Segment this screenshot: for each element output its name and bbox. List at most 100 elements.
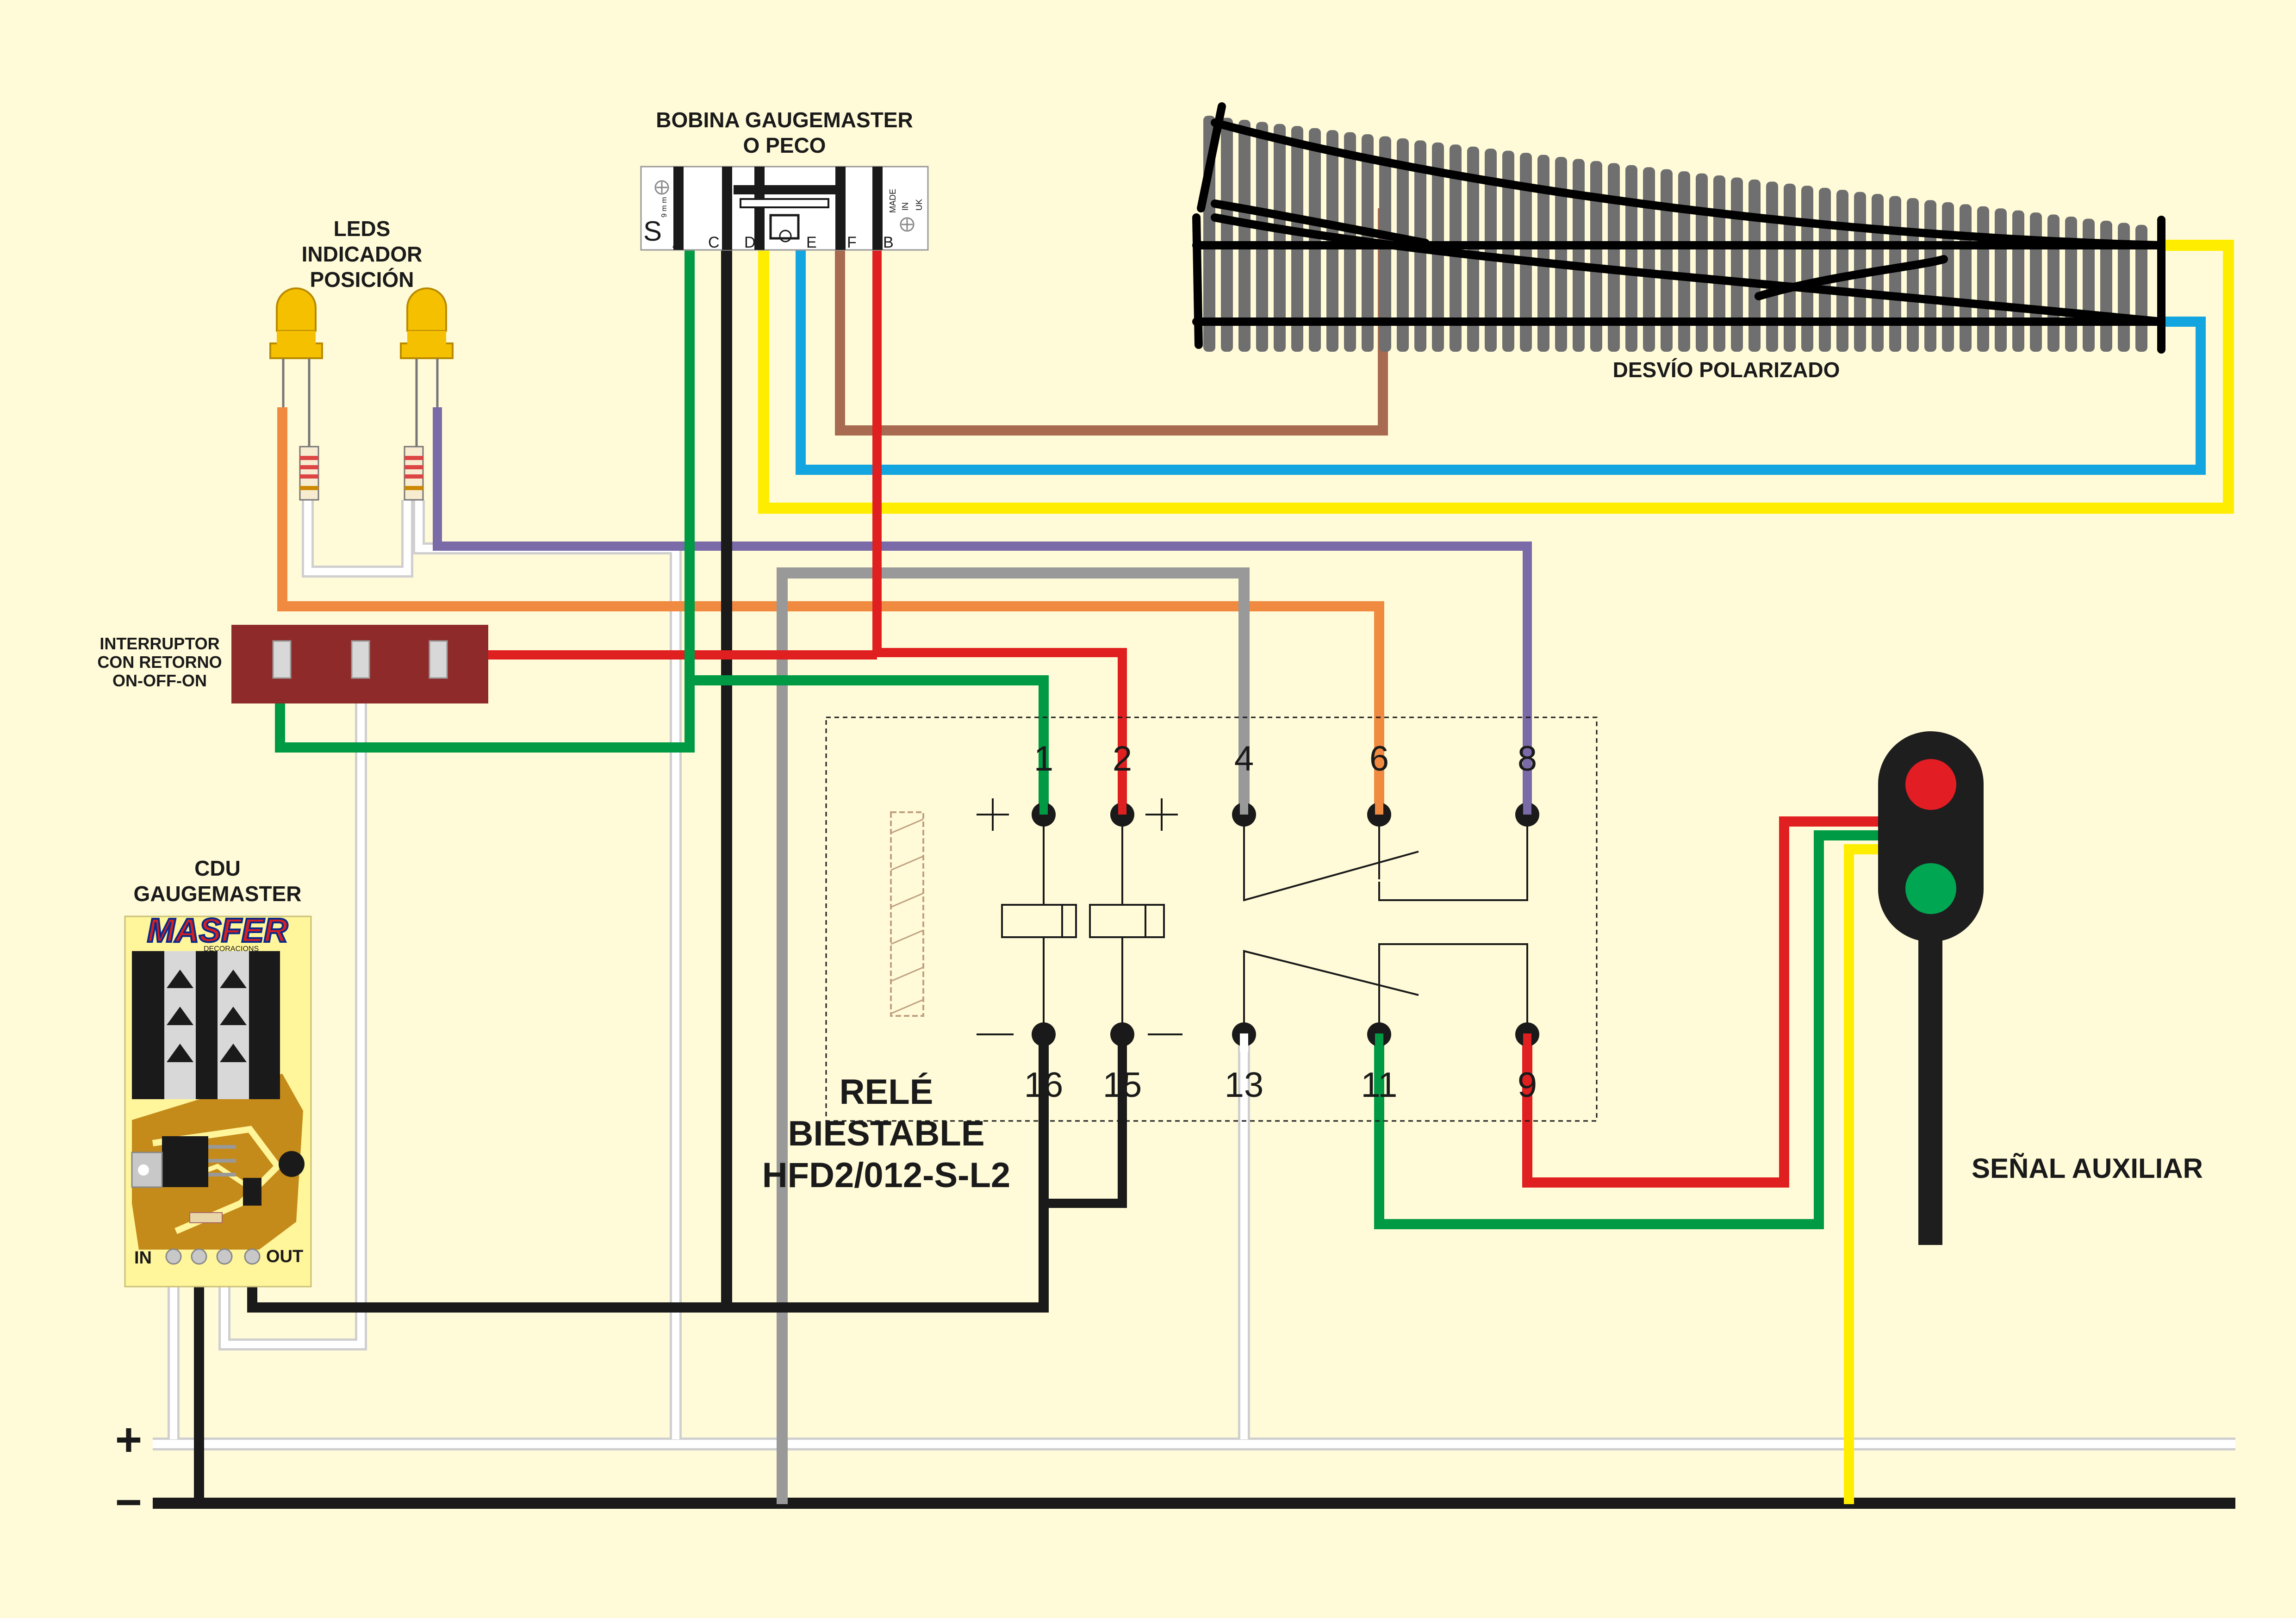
track-sleeper: [2012, 210, 2024, 352]
coil-terminal-f: F: [847, 234, 857, 251]
relay-pin-bottom-number-9: 9: [1518, 1065, 1537, 1105]
green-relay1-wire: [690, 675, 1049, 815]
cdu-label-line1: CDU: [194, 856, 241, 880]
track-sleeper: [1537, 155, 1549, 352]
cdu-brand-logo: MASFER: [147, 912, 288, 949]
turnout-label: DESVÍO POLARIZADO: [1613, 358, 1840, 382]
track-sleeper: [1608, 163, 1620, 352]
coil-terminal-a: A: [672, 234, 683, 251]
green-coil-wire: [275, 250, 695, 753]
red-signal-wire: [1522, 816, 1884, 1188]
relay-pin-top-number-8: 8: [1518, 739, 1537, 778]
relay-pin-bottom-9-wire-end: [1523, 1033, 1531, 1052]
track-sleeper: [1748, 179, 1761, 352]
track-sleeper: [1801, 186, 1813, 352]
track-sleeper: [1520, 153, 1532, 352]
relay-pin-bottom-number-15: 15: [1103, 1065, 1142, 1105]
track-sleeper: [1678, 171, 1690, 352]
track-sleeper: [1590, 161, 1602, 352]
leds-label-line1: LEDS: [334, 217, 391, 241]
orange-wire: [277, 407, 1384, 815]
relay-pin-top-number-2: 2: [1113, 739, 1132, 778]
plus-bus-label: +: [115, 1414, 142, 1466]
relay-pin-bottom-number-11: 11: [1361, 1065, 1398, 1105]
track-sleeper: [1784, 183, 1796, 352]
relay-pin-top-8-wire-end: [1523, 796, 1531, 815]
switch-label-line1: INTERRUPTOR: [100, 634, 219, 653]
black-relay15-wire: [1044, 1037, 1127, 1208]
relay-pin-top-6-wire-end: [1375, 796, 1383, 815]
coil-terminal-e: E: [806, 234, 817, 251]
coil-terminal-d: D: [744, 234, 756, 251]
signal-green-light: [1905, 863, 1956, 914]
track-sleeper: [1977, 206, 1989, 352]
relay-pin-bottom-11-wire-end: [1375, 1033, 1383, 1052]
coil-small-text: 9 m m: [660, 197, 668, 218]
track-sleeper: [1625, 165, 1637, 352]
signal-red-light: [1905, 759, 1956, 810]
track-sleeper: [1907, 198, 1919, 352]
toggle-switch: [231, 625, 488, 703]
turnout-track: [1192, 102, 2165, 354]
track-sleeper: [1256, 122, 1268, 352]
labels: BOBINA GAUGEMASTER O PECO LEDS INDICADOR…: [97, 108, 2203, 1528]
relay-label-line2: BIESTABLE: [788, 1114, 984, 1153]
relay-pin-top-2-wire-end: [1118, 796, 1126, 815]
green-signal-wire: [1374, 830, 1884, 1229]
track-sleeper: [1573, 159, 1585, 352]
coil-terminal-b: B: [883, 234, 894, 251]
relay-label-line1: RELÉ: [840, 1072, 933, 1112]
red-coil-wire: [872, 250, 1127, 815]
track-sleeper: [1995, 208, 2007, 352]
track-sleeper: [1960, 204, 1972, 352]
led-left: [269, 287, 323, 501]
point-motor-coil: S 9 m m MADE IN UK A C D E F B: [640, 166, 929, 251]
track-sleeper: [1238, 119, 1251, 352]
track-sleeper: [1819, 187, 1831, 352]
cdu-in-label: IN: [134, 1248, 152, 1268]
track-sleeper: [1221, 118, 1233, 352]
track-sleeper: [1889, 196, 1901, 352]
relay-pin-bottom-13-wire-end: [1240, 1033, 1248, 1052]
track-sleeper: [1731, 177, 1743, 352]
track-sleeper: [1291, 126, 1303, 352]
led-right: [400, 287, 454, 501]
cdu-brand-sub: DECORACIONS: [204, 945, 259, 953]
minus-bus-label: −: [115, 1476, 142, 1528]
yellow-signal-wire: [1844, 844, 1884, 1504]
track-sleeper: [1485, 149, 1497, 352]
coil-uk-text: UK: [915, 199, 924, 211]
track-sleeper: [1309, 128, 1321, 352]
relay-pin-top-4-wire-end: [1240, 796, 1248, 815]
signal-label: SEÑAL AUXILIAR: [1972, 1153, 2203, 1184]
track-sleeper: [2047, 214, 2060, 352]
relay-pin-top-number-4: 4: [1234, 739, 1254, 778]
yellow-wire: [758, 240, 2234, 514]
switch-label-line2: CON RETORNO: [97, 653, 222, 672]
coil-made-text: MADE: [888, 189, 897, 213]
relay-pin-top-1-wire-end: [1039, 796, 1048, 815]
coil-terminal-c: C: [708, 234, 720, 251]
led-indicators: [269, 287, 454, 501]
leds-label-line2: INDICADOR: [302, 242, 423, 266]
wires: [153, 208, 2235, 1509]
coil-label-line2: O PECO: [743, 133, 826, 157]
purple-wire: [433, 407, 1532, 815]
track-sleeper: [1766, 181, 1778, 352]
relay-pin-top-number-6: 6: [1369, 739, 1389, 778]
auxiliary-signal: [1878, 731, 1984, 1245]
cdu-out-label: OUT: [266, 1247, 303, 1266]
blue-wire: [796, 250, 2206, 475]
track-sleeper: [1836, 190, 1848, 352]
track-sleeper: [1661, 169, 1673, 352]
coil-s-mark: S: [643, 216, 662, 247]
track-sleeper: [1924, 200, 1936, 352]
relay-pin-bottom-number-13: 13: [1225, 1065, 1264, 1105]
relay-pin-bottom-15-wire-end: [1118, 1033, 1126, 1052]
coil-in-text: IN: [901, 202, 910, 211]
leds-label-line3: POSICIÓN: [310, 268, 414, 292]
grey-wire: [777, 567, 1250, 1504]
track-sleeper: [1713, 175, 1725, 352]
